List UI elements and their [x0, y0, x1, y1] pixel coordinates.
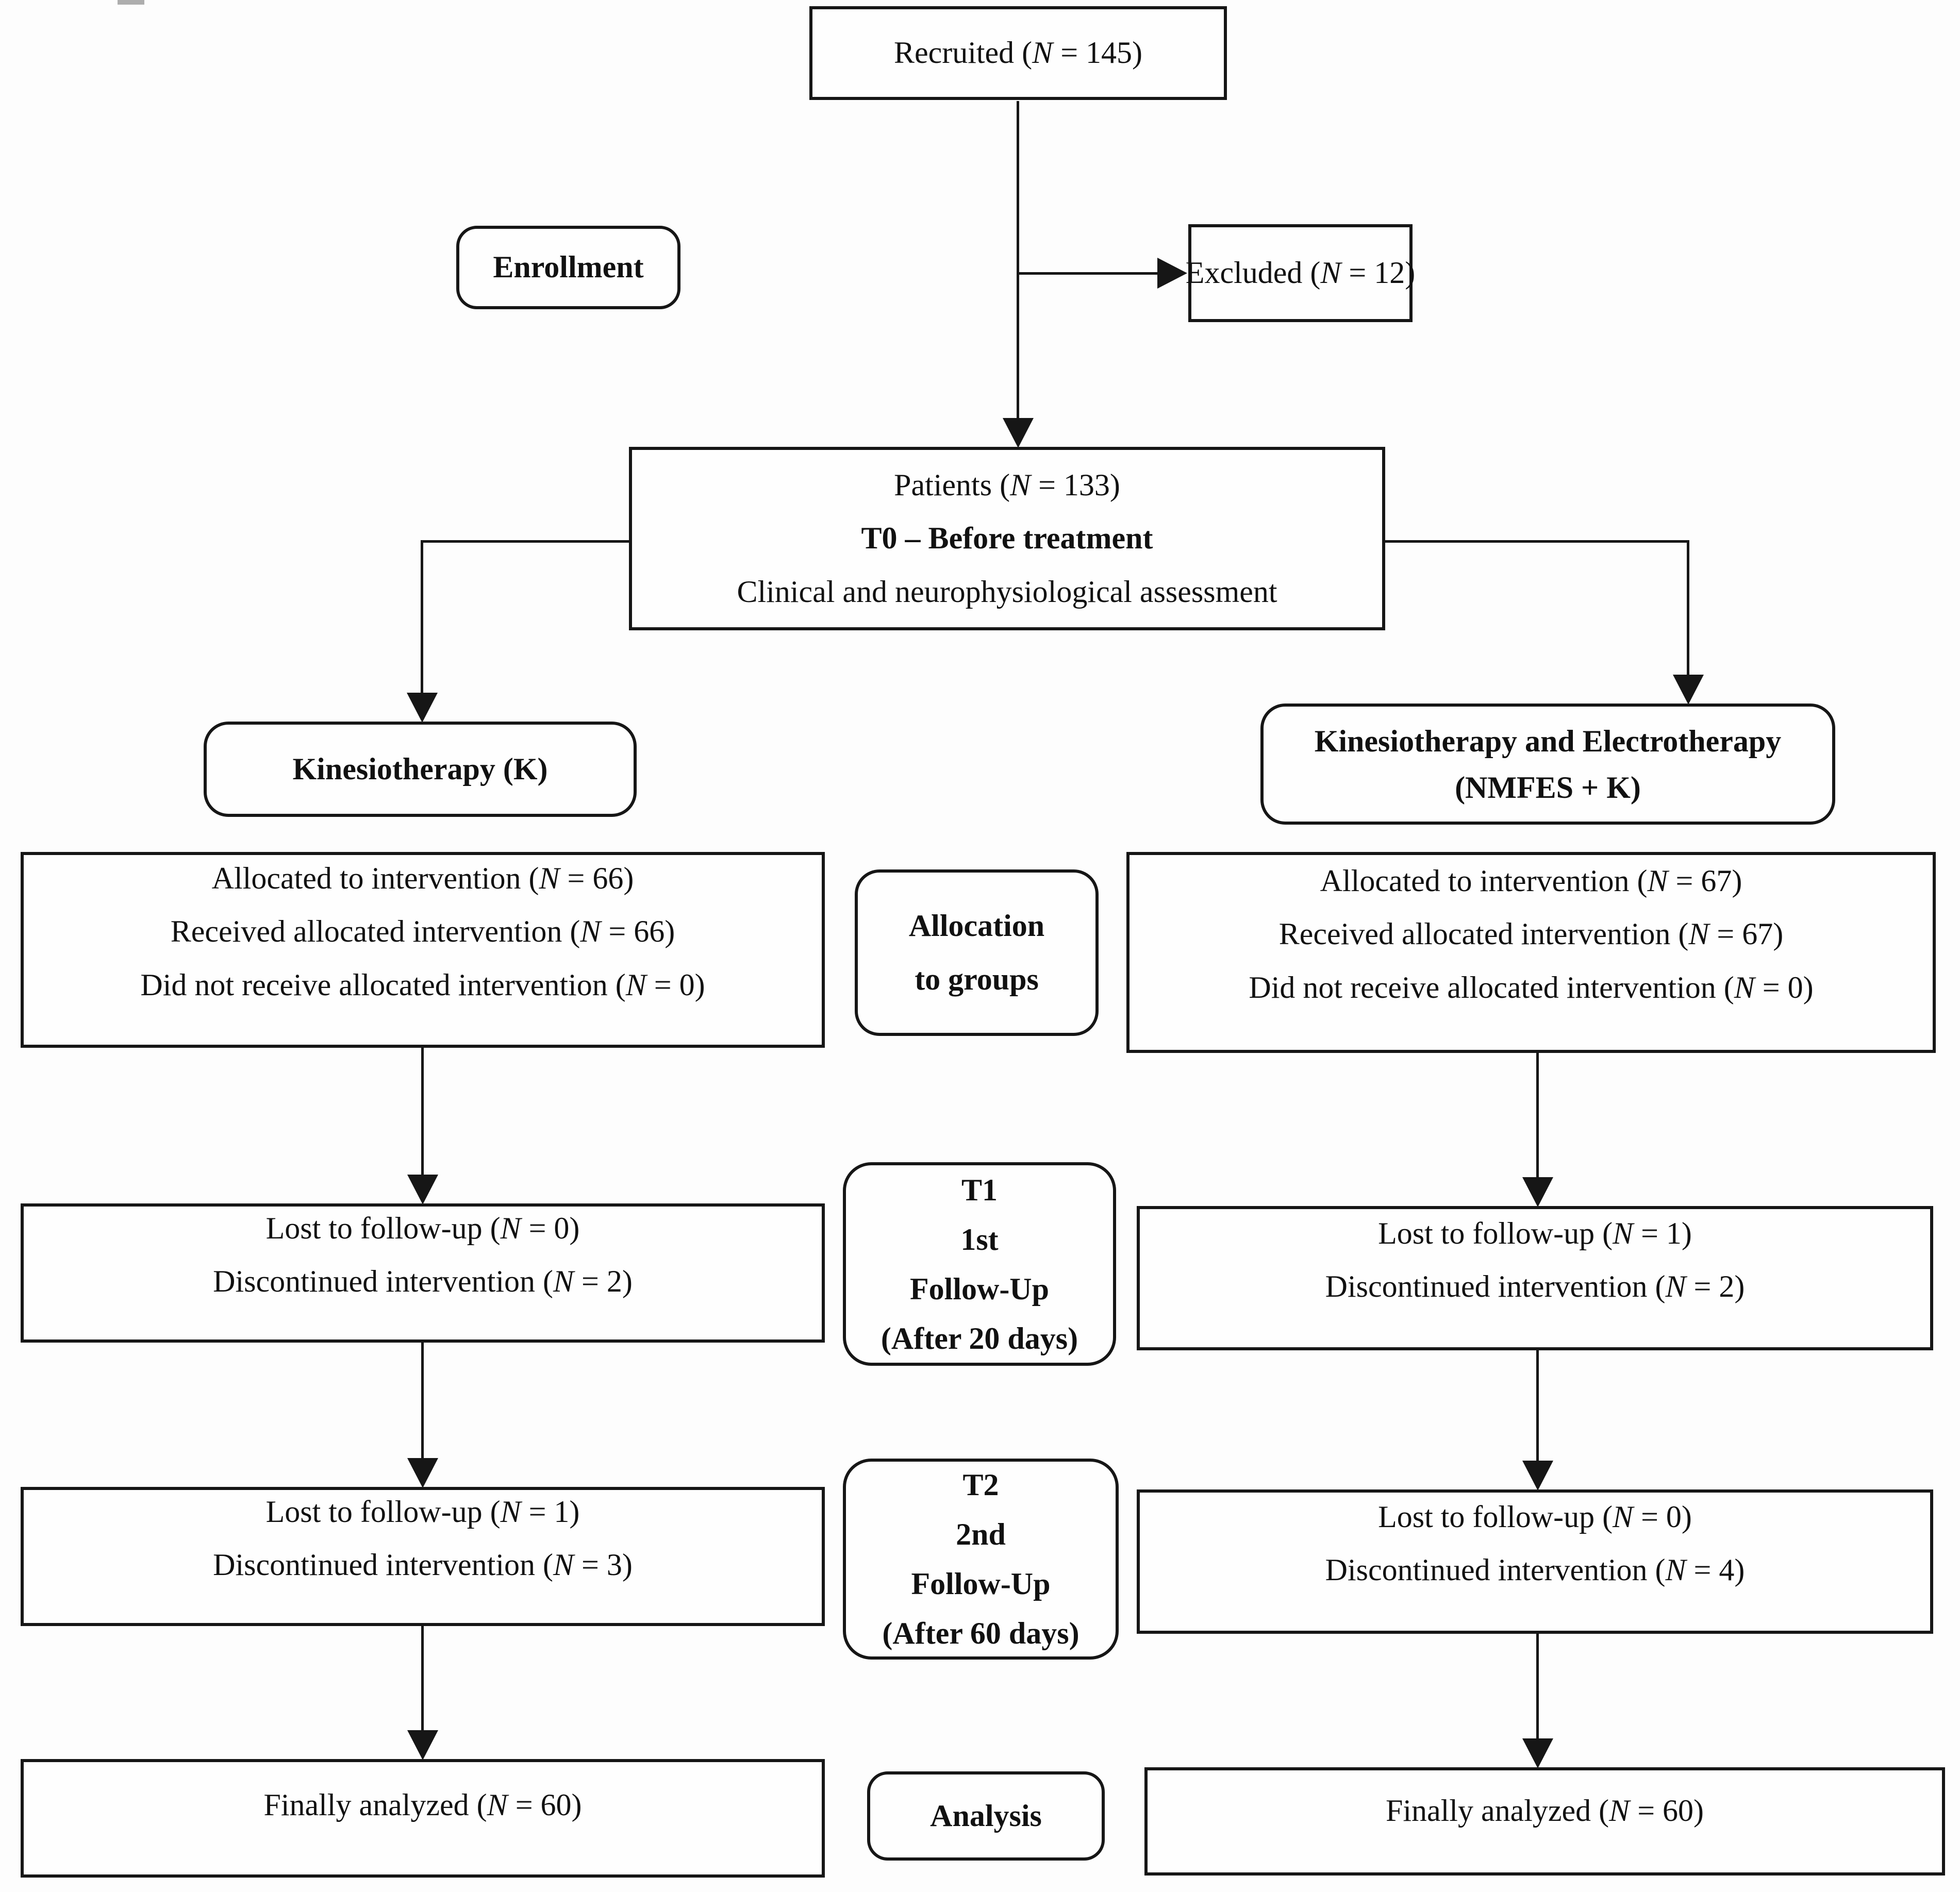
- patients-timepoint-text: T0 – Before treatment: [861, 521, 1153, 556]
- left-t1-discontinued-text: Discontinued intervention (N = 2): [213, 1264, 633, 1298]
- left-t1-lost-text: Lost to follow-up (N = 0): [265, 1211, 580, 1245]
- right-t2-box: Lost to follow-up (N = 0) Discontinued i…: [1137, 1489, 1933, 1634]
- connector-right-t2-to-final: [1536, 1633, 1539, 1741]
- stage-t2-line1: T2: [962, 1468, 999, 1502]
- arrowhead-into-right-t2: [1522, 1461, 1553, 1491]
- connector-patients-left-horizontal: [421, 540, 630, 543]
- right-t1-lost-text: Lost to follow-up (N = 1): [1378, 1216, 1692, 1250]
- left-group-title: Kinesiotherapy (K): [292, 751, 548, 786]
- right-received-text: Received allocated intervention (N = 67): [1278, 917, 1784, 951]
- scan-artifact: [118, 0, 144, 5]
- stage-t2-box: T2 2nd Follow-Up (After 60 days): [843, 1459, 1119, 1660]
- stage-t1-line3: Follow-Up: [910, 1271, 1049, 1306]
- patients-count-text: Patients (N = 133): [894, 468, 1120, 503]
- stage-enrollment-label: Enrollment: [493, 250, 644, 284]
- connector-right-t1-to-t2: [1536, 1349, 1539, 1463]
- connector-to-excluded-line: [1018, 272, 1158, 275]
- stage-analysis-label: Analysis: [930, 1798, 1042, 1833]
- arrowhead-into-excluded: [1157, 258, 1187, 289]
- stage-t1-box: T1 1st Follow-Up (After 20 days): [843, 1162, 1116, 1366]
- arrowhead-into-right-final: [1522, 1738, 1553, 1768]
- arrowhead-into-patients: [1003, 418, 1034, 448]
- connector-left-allocation-to-t1: [421, 1047, 424, 1176]
- left-final-text: Finally analyzed (N = 60): [263, 1788, 582, 1822]
- arrowhead-into-left-group: [407, 693, 438, 723]
- left-allocation-box: Allocated to intervention (N = 66) Recei…: [21, 852, 825, 1048]
- stage-t1-line1: T1: [961, 1173, 998, 1207]
- stage-allocation-line2: to groups: [915, 962, 1039, 996]
- right-group-title-line2: (NMFES + K): [1455, 770, 1641, 805]
- connector-patients-left-vertical: [421, 540, 423, 695]
- right-group-box: Kinesiotherapy and Electrotherapy (NMFES…: [1260, 704, 1835, 825]
- left-t2-lost-text: Lost to follow-up (N = 1): [265, 1494, 580, 1529]
- stage-allocation-box: Allocation to groups: [855, 869, 1099, 1036]
- excluded-box: Excluded (N = 12): [1185, 224, 1416, 322]
- patients-box: Patients (N = 133) T0 – Before treatment…: [629, 447, 1385, 630]
- right-group-title-line1: Kinesiotherapy and Electrotherapy: [1314, 724, 1782, 758]
- excluded-text: Excluded (N = 12): [1185, 256, 1416, 290]
- left-final-box: Finally analyzed (N = 60): [21, 1759, 825, 1878]
- stage-enrollment-box: Enrollment: [456, 226, 680, 309]
- arrowhead-into-right-t1: [1522, 1177, 1553, 1207]
- left-allocated-text: Allocated to intervention (N = 66): [211, 861, 634, 896]
- arrowhead-into-left-t2: [407, 1458, 438, 1488]
- patients-assessment-text: Clinical and neurophysiological assessme…: [737, 574, 1277, 609]
- right-t1-box: Lost to follow-up (N = 1) Discontinued i…: [1137, 1206, 1933, 1350]
- right-t2-lost-text: Lost to follow-up (N = 0): [1378, 1499, 1692, 1534]
- left-t2-discontinued-text: Discontinued intervention (N = 3): [213, 1548, 633, 1582]
- recruited-text: Recruited (N = 145): [893, 36, 1143, 70]
- stage-t1-line2: 1st: [960, 1222, 999, 1257]
- connector-left-t2-to-final: [421, 1624, 424, 1732]
- stage-analysis-box: Analysis: [867, 1771, 1105, 1861]
- right-t1-discontinued-text: Discontinued intervention (N = 2): [1325, 1269, 1745, 1303]
- right-allocated-text: Allocated to intervention (N = 67): [1320, 864, 1742, 898]
- right-not-received-text: Did not receive allocated intervention (…: [1249, 970, 1814, 1004]
- connector-right-allocation-to-t1: [1536, 1052, 1539, 1178]
- connector-left-t1-to-t2: [421, 1342, 424, 1460]
- stage-t2-line4: (After 60 days): [882, 1616, 1079, 1650]
- left-t1-box: Lost to follow-up (N = 0) Discontinued i…: [21, 1203, 825, 1343]
- arrowhead-into-right-group: [1673, 675, 1704, 705]
- arrowhead-into-left-t1: [407, 1175, 438, 1204]
- stage-t1-line4: (After 20 days): [881, 1321, 1078, 1355]
- connector-recruited-to-patients-line: [1017, 101, 1019, 420]
- arrowhead-into-left-final: [407, 1730, 438, 1760]
- left-t2-box: Lost to follow-up (N = 1) Discontinued i…: [21, 1487, 825, 1626]
- connector-patients-right-horizontal: [1384, 540, 1689, 543]
- left-group-box: Kinesiotherapy (K): [204, 722, 637, 817]
- recruited-box: Recruited (N = 145): [809, 6, 1227, 100]
- right-final-text: Finally analyzed (N = 60): [1385, 1794, 1704, 1828]
- connector-patients-right-vertical: [1687, 540, 1689, 676]
- right-t2-discontinued-text: Discontinued intervention (N = 4): [1325, 1553, 1745, 1587]
- left-not-received-text: Did not receive allocated intervention (…: [140, 967, 705, 1002]
- stage-t2-line3: Follow-Up: [911, 1567, 1051, 1601]
- stage-t2-line2: 2nd: [956, 1517, 1006, 1551]
- right-final-box: Finally analyzed (N = 60): [1144, 1767, 1945, 1876]
- left-received-text: Received allocated intervention (N = 66): [170, 914, 675, 949]
- right-allocation-box: Allocated to intervention (N = 67) Recei…: [1126, 852, 1936, 1053]
- stage-allocation-line1: Allocation: [908, 909, 1045, 943]
